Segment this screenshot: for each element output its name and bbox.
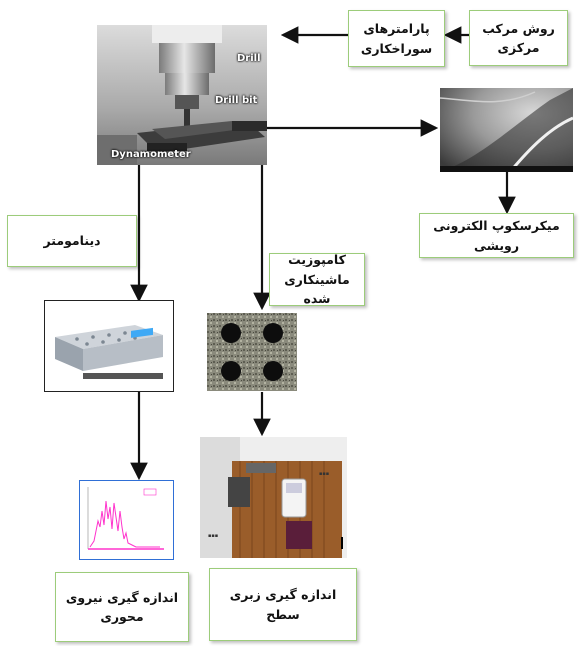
machined-composite-box: کامپوزیت ماشینکاری شده <box>269 252 365 306</box>
sem-box: میکرسکوپ الکترونی رویشی <box>419 213 574 258</box>
dynamometer-photo-label: Dynamometer <box>111 149 191 160</box>
tester-label-left: ▪▪▪ <box>208 533 219 539</box>
drill-setup-photo: Drill Drill bit Dynamometer <box>97 25 267 165</box>
machined-composite-photo <box>207 313 297 391</box>
drill-label: Drill <box>237 53 261 64</box>
roughness-tester-photo: ▪▪▪ ▪▪▪ <box>200 437 347 558</box>
dynamometer-box: دینامومتر <box>7 215 137 267</box>
tester-label-right: ▪▪▪ <box>319 471 330 477</box>
sem-image <box>440 88 573 172</box>
drilling-params-box: پارامترهای سوراخکاری <box>348 10 445 67</box>
center-roughness-box: روش مرکب مرکزی <box>469 10 568 66</box>
axial-force-chart <box>79 480 174 560</box>
surface-roughness-box: اندازه گیری زبری سطح <box>209 568 357 641</box>
axial-force-box: اندازه گیری نیروی محوری <box>55 572 189 642</box>
drill-bit-label: Drill bit <box>215 95 258 106</box>
dynamometer-photo <box>44 300 174 392</box>
